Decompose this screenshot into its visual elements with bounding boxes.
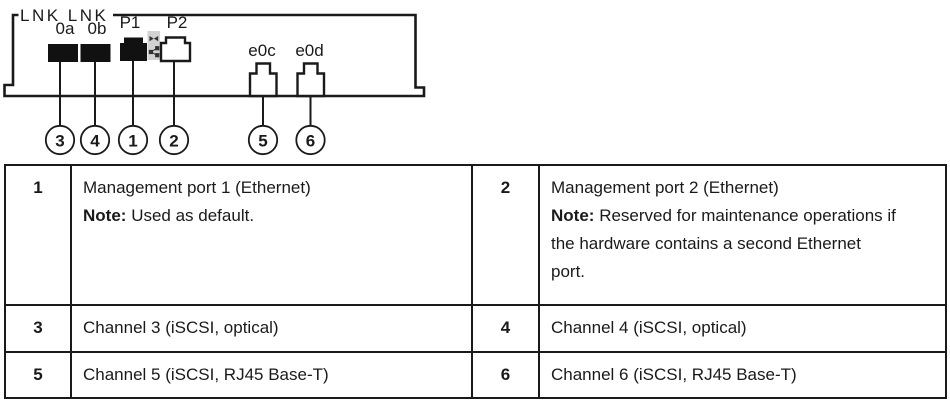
e0d-label: e0d	[295, 41, 323, 60]
note-label: Note:	[83, 206, 127, 225]
callout-2: 2	[158, 124, 190, 156]
callout-6: 6	[295, 124, 326, 156]
description-cell: Management port 1 (Ethernet) Note: Used …	[70, 164, 473, 306]
callout-4: 4	[79, 124, 111, 156]
port-description: Channel 3 (iSCSI, optical)	[83, 318, 279, 337]
callout-number-cell: 2	[471, 164, 540, 306]
port-0a-label: 0a	[56, 19, 75, 38]
svg-text:5: 5	[258, 132, 267, 151]
note-text: Reserved for maintenance operations if t…	[551, 206, 896, 281]
callout-leader-lines	[59, 61, 312, 126]
p2-label: P2	[167, 13, 188, 32]
sfp-port-0a-icon	[48, 44, 78, 62]
rj45-port-p1-icon	[120, 37, 147, 61]
svg-text:4: 4	[90, 132, 100, 151]
rear-panel-diagram: LNK LNK 0a 0b P1 P2 e0c e0d	[0, 0, 440, 162]
p1-label: P1	[120, 13, 141, 32]
rj45-port-p2-icon	[159, 36, 192, 63]
rear-panel-svg: LNK LNK 0a 0b P1 P2 e0c e0d	[3, 6, 426, 156]
wrench-icon	[149, 36, 159, 42]
e0c-label: e0c	[248, 41, 276, 60]
port-description: Channel 4 (iSCSI, optical)	[551, 318, 747, 337]
svg-text:3: 3	[55, 132, 64, 151]
description-cell: Channel 6 (iSCSI, RJ45 Base-T)	[538, 351, 947, 399]
svg-text:6: 6	[306, 132, 315, 151]
network-icon	[148, 46, 160, 58]
callout-number-cell: 4	[471, 304, 540, 353]
callout-1: 1	[117, 124, 149, 156]
callout-number-cell: 3	[4, 304, 72, 353]
svg-text:2: 2	[169, 132, 178, 151]
table-row: 5 Channel 5 (iSCSI, RJ45 Base-T) 6 Chann…	[4, 351, 947, 399]
description-cell: Channel 3 (iSCSI, optical)	[70, 304, 473, 353]
table-row: 3 Channel 3 (iSCSI, optical) 4 Channel 4…	[4, 304, 947, 353]
port-0b-label: 0b	[88, 19, 107, 38]
callout-number-cell: 5	[4, 351, 72, 399]
callout-number-cell: 1	[4, 164, 72, 306]
port-description: Management port 2 (Ethernet)	[551, 178, 779, 197]
callout-number-cell: 6	[471, 351, 540, 399]
callout-5: 5	[247, 124, 279, 156]
description-cell: Channel 5 (iSCSI, RJ45 Base-T)	[70, 351, 473, 399]
rj45-port-e0c-icon	[248, 62, 278, 98]
port-description: Channel 6 (iSCSI, RJ45 Base-T)	[551, 365, 797, 384]
chassis-outline	[3, 13, 426, 98]
description-cell: Management port 2 (Ethernet) Note: Reser…	[538, 164, 947, 306]
note-text: Used as default.	[131, 206, 255, 225]
port-description: Management port 1 (Ethernet)	[83, 178, 311, 197]
service-badge	[147, 31, 160, 60]
lnk-label: LNK LNK	[20, 6, 108, 25]
note-label: Note:	[551, 206, 595, 225]
rj45-port-e0d-icon	[296, 62, 326, 98]
sfp-port-0b-icon	[80, 44, 111, 62]
port-description: Channel 5 (iSCSI, RJ45 Base-T)	[83, 365, 329, 384]
table-row: 1 Management port 1 (Ethernet) Note: Use…	[4, 164, 947, 306]
port-legend-table: 1 Management port 1 (Ethernet) Note: Use…	[4, 164, 947, 399]
description-cell: Channel 4 (iSCSI, optical)	[538, 304, 947, 353]
callout-3: 3	[44, 124, 76, 156]
svg-text:1: 1	[128, 132, 137, 151]
